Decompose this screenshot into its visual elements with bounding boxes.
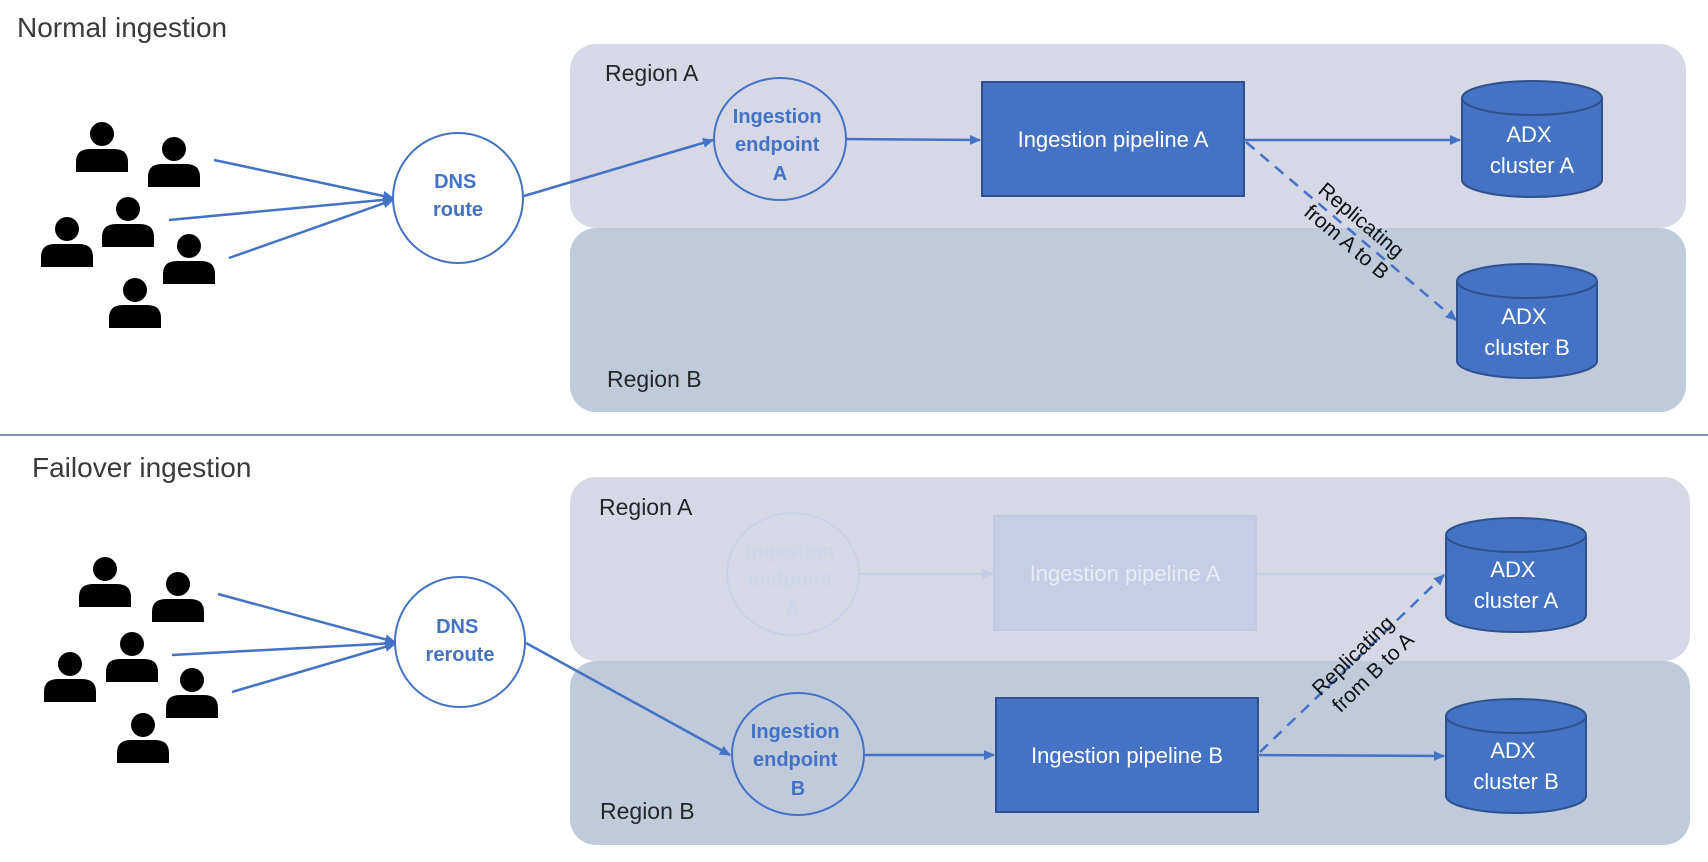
ingestion-endpoint-b-label: Ingestion endpoint B	[751, 721, 845, 800]
endpoint-to-pipeline-arrow	[845, 134, 981, 145]
adx-cluster-a-failover-cylinder	[1445, 517, 1587, 633]
adx-cluster-a-cylinder	[1461, 80, 1603, 198]
region-b-label: Region B	[607, 366, 702, 392]
adx-cluster-b-label: ADX cluster B	[1484, 304, 1570, 360]
users-icon	[41, 122, 215, 328]
ingestion-pipeline-a-disabled-box	[993, 515, 1257, 631]
dns-reroute-label: DNS reroute	[426, 616, 495, 666]
pipeline-b-to-cluster-b-arrow	[1257, 750, 1445, 761]
users-icon	[44, 557, 218, 763]
ingestion-endpoint-a-disabled-label: Ingestion endpoint A	[746, 541, 840, 620]
dns-route-node	[392, 132, 524, 264]
ingestion-pipeline-a-label: Ingestion pipeline A	[1018, 127, 1209, 152]
dns-to-endpoint-arrow	[523, 138, 714, 198]
adx-cluster-a-label: ADX cluster A	[1490, 122, 1575, 178]
failover-ingestion-section: Failover ingestion Region A Region B DNS…	[32, 452, 1690, 845]
replication-b-to-a-arrow	[1259, 574, 1445, 753]
dns-route-label: DNS route	[433, 171, 483, 221]
region-a-label-failover: Region A	[599, 494, 693, 520]
adx-cluster-b-failover-cylinder	[1445, 698, 1587, 814]
dns-reroute-node	[394, 576, 526, 708]
normal-ingestion-section: Normal ingestion Region A Region B DNS r…	[17, 12, 1686, 412]
ingestion-pipeline-a-box	[981, 81, 1245, 197]
adx-cluster-a-failover-label: ADX cluster A	[1474, 557, 1559, 613]
section-title-normal: Normal ingestion	[17, 12, 227, 43]
adx-cluster-b-failover-label: ADX cluster B	[1473, 738, 1559, 794]
user-arrows	[168, 158, 394, 260]
ingestion-endpoint-a-label: Ingestion endpoint A	[733, 106, 827, 185]
replication-a-to-b-arrow	[1245, 141, 1457, 321]
region-b-label-failover: Region B	[600, 798, 695, 824]
dns-to-endpoint-b-arrow	[525, 641, 731, 757]
region-b-panel	[570, 228, 1686, 412]
region-a-label: Region A	[605, 60, 699, 86]
user-arrows-failover	[171, 592, 396, 694]
ingestion-pipeline-a-disabled-label: Ingestion pipeline A	[1030, 561, 1221, 586]
adx-cluster-b-cylinder	[1456, 263, 1598, 379]
section-title-failover: Failover ingestion	[32, 452, 251, 483]
ingestion-pipeline-b-label: Ingestion pipeline B	[1031, 743, 1223, 768]
ingestion-pipeline-b-box	[995, 697, 1259, 813]
